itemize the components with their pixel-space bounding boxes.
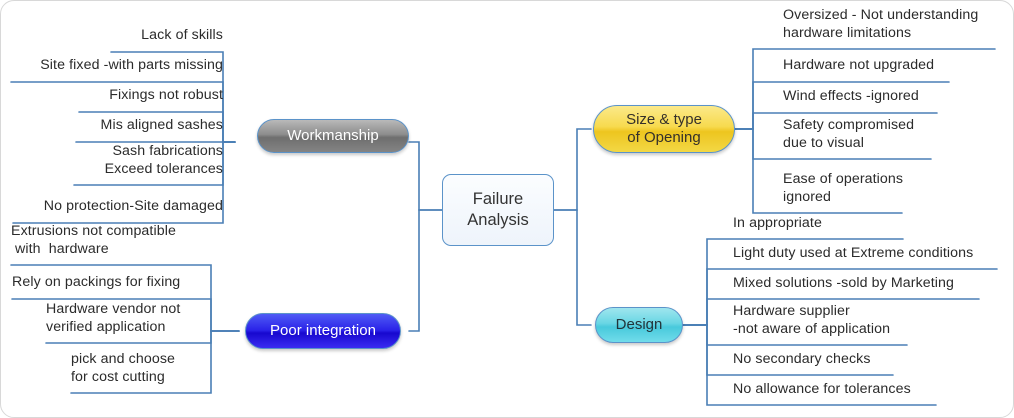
leaf-size-type-0[interactable]: Oversized - Not understanding hardware l… — [783, 7, 979, 41]
branch-node-workmanship[interactable]: Workmanship — [257, 119, 409, 153]
leaf-size-type-2[interactable]: Wind effects -ignored — [783, 88, 919, 104]
leaf-size-type-3[interactable]: Safety compromised due to visual — [783, 117, 915, 151]
leaf-poor-integration-2[interactable]: Hardware vendor not verified application — [46, 301, 181, 335]
leaf-design-0[interactable]: In appropriate — [733, 215, 822, 231]
leaf-poor-integration-0[interactable]: Extrusions not compatible with hardware — [11, 223, 176, 257]
center-node-failure-analysis[interactable]: Failure Analysis — [442, 174, 554, 246]
branch-node-size-type-of-opening[interactable]: Size & type of Opening — [593, 105, 735, 153]
leaf-design-3[interactable]: Hardware supplier -not aware of applicat… — [733, 303, 891, 337]
leaf-poor-integration-1[interactable]: Rely on packings for fixing — [12, 274, 181, 290]
leaf-size-type-1[interactable]: Hardware not upgraded — [783, 57, 935, 73]
leaf-workmanship-2[interactable]: Fixings not robust — [109, 87, 223, 103]
leaf-workmanship-0[interactable]: Lack of skills — [141, 27, 223, 43]
leaf-workmanship-3[interactable]: Mis aligned sashes — [100, 117, 223, 133]
leaf-design-2[interactable]: Mixed solutions -sold by Marketing — [733, 275, 955, 291]
leaf-design-4[interactable]: No secondary checks — [733, 351, 871, 367]
leaf-size-type-4[interactable]: Ease of operations ignored — [783, 171, 904, 205]
leaf-design-1[interactable]: Light duty used at Extreme conditions — [733, 245, 974, 261]
branch-node-poor-integration[interactable]: Poor integration — [245, 313, 401, 349]
branch-node-design[interactable]: Design — [595, 307, 683, 343]
leaf-design-5[interactable]: No allowance for tolerances — [733, 381, 911, 397]
leaf-workmanship-5[interactable]: No protection-Site damaged — [43, 198, 223, 214]
leaf-workmanship-4[interactable]: Sash fabrications Exceed tolerances — [104, 143, 223, 177]
leaf-poor-integration-3[interactable]: pick and choose for cost cutting — [71, 351, 176, 385]
leaf-workmanship-1[interactable]: Site fixed -with parts missing — [40, 57, 223, 73]
